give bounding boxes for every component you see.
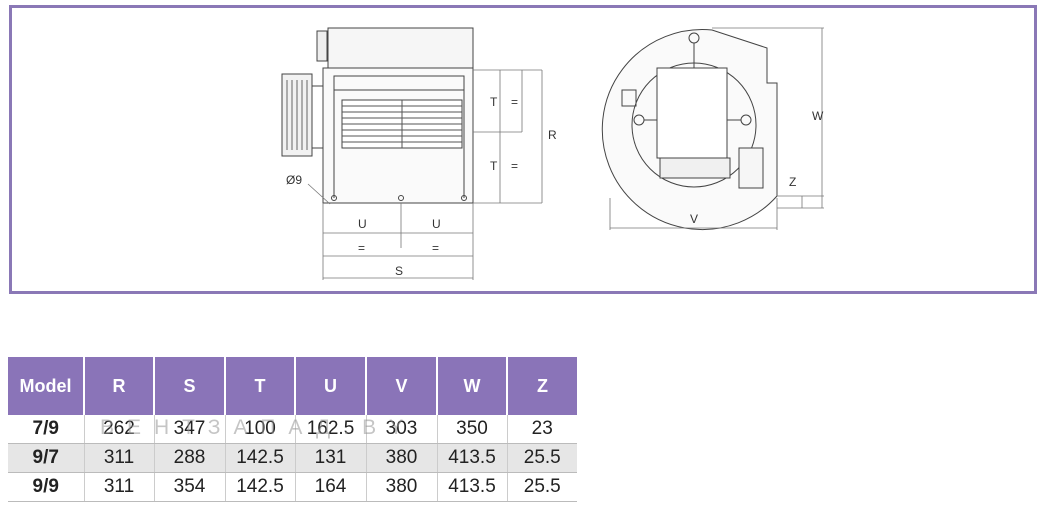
fan-front-view [281,27,474,204]
label-eq-right: = [432,241,439,255]
table-row: 7/9 262 347 100 162.5 303 350 23 [8,415,577,444]
cell-model: 9/7 [8,443,85,473]
dimensions-table: Model R S T U V W Z 7/9 262 347 100 162.… [8,357,577,502]
label-S: S [395,264,403,278]
cell-S: 288 [154,443,226,473]
cell-W: 413.5 [437,472,508,502]
fan-side-view [601,29,778,231]
cell-S: 347 [154,415,226,444]
cell-V: 380 [366,472,438,502]
label-W: W [812,109,824,123]
label-V: V [690,212,698,226]
cell-Z: 25.5 [507,472,577,502]
label-eq-lower: = [511,159,518,173]
watermark: ВЕНТЗАПАД.BY [100,416,417,439]
label-eq-left: = [358,241,365,255]
cell-Z: 23 [507,415,577,444]
cell-T: 142.5 [225,443,296,473]
cell-U: 131 [295,443,367,473]
cell-R: 262 [84,415,155,444]
header-U: U [295,357,367,415]
label-Z: Z [789,175,796,189]
label-U-left: U [358,217,367,231]
table-row: 9/9 311 354 142.5 164 380 413.5 25.5 [8,472,577,502]
header-S: S [154,357,226,415]
table-row: 9/7 311 288 142.5 131 380 413.5 25.5 [8,443,577,473]
cell-V: 380 [366,443,438,473]
label-hole: Ø9 [286,173,302,187]
header-V: V [366,357,438,415]
label-R: R [548,128,557,142]
label-T-upper: T [490,95,498,109]
header-model: Model [8,357,85,415]
header-R: R [84,357,155,415]
cell-S: 354 [154,472,226,502]
label-eq-upper: = [511,95,518,109]
cell-U: 164 [295,472,367,502]
cell-model: 7/9 [8,415,85,444]
header-Z: Z [507,357,577,415]
cell-Z: 25.5 [507,443,577,473]
cell-R: 311 [84,443,155,473]
table-header-row: Model R S T U V W Z [8,357,577,415]
label-U-right: U [432,217,441,231]
fan-dimension-drawing: T = T = R Ø9 U U = = S V W Z [281,27,824,280]
cell-model: 9/9 [8,472,85,502]
technical-drawing: T = T = R Ø9 U U = = S V W Z [9,5,1037,294]
cell-V: 303 [366,415,438,444]
header-W: W [437,357,508,415]
cell-U: 162.5 [295,415,367,444]
header-T: T [225,357,296,415]
cell-W: 413.5 [437,443,508,473]
cell-R: 311 [84,472,155,502]
cell-T: 100 [225,415,296,444]
cell-T: 142.5 [225,472,296,502]
label-T-lower: T [490,159,498,173]
cell-W: 350 [437,415,508,444]
